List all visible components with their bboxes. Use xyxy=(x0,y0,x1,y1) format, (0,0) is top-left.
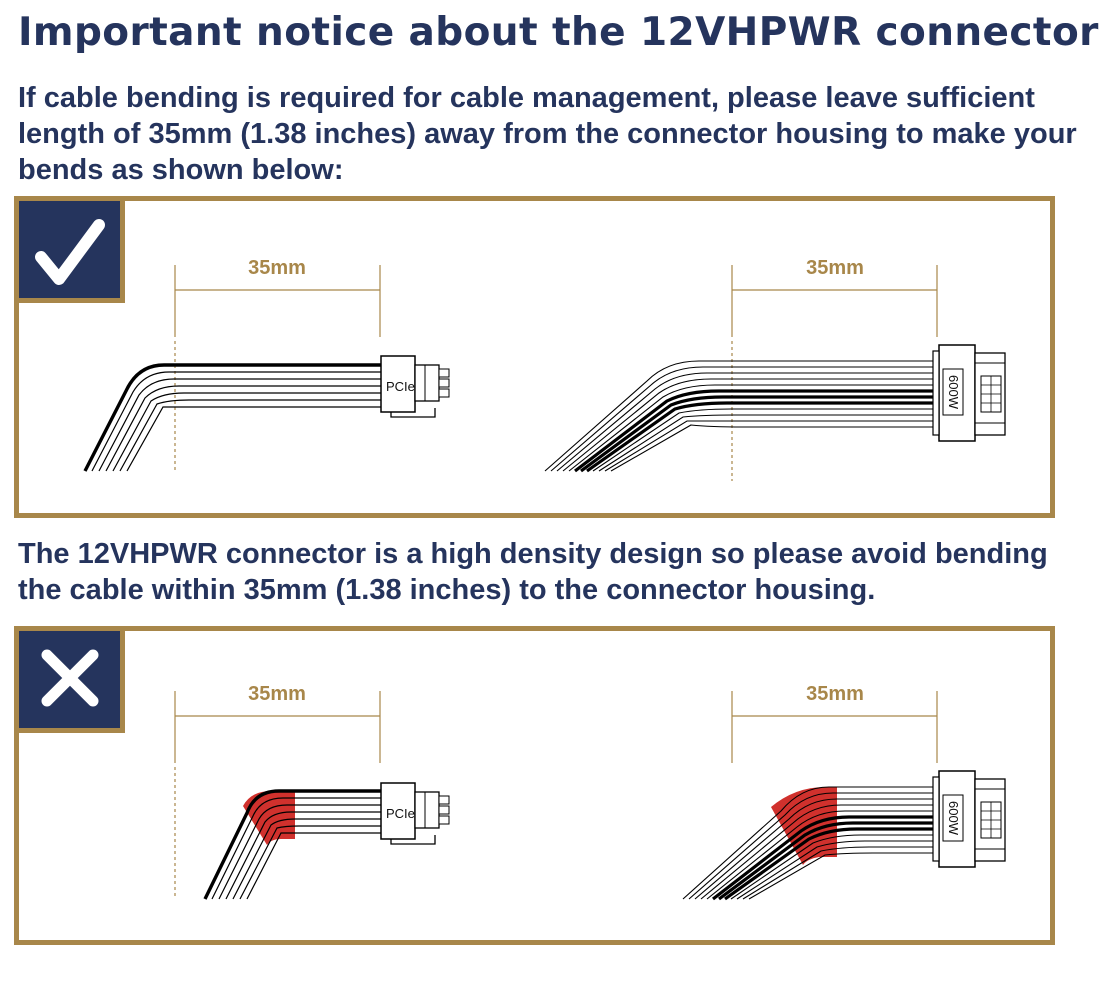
right-12vhpwr-connector: 600W xyxy=(932,344,1006,442)
page-title: Important notice about the 12VHPWR conne… xyxy=(18,10,1099,55)
right-dimension-marker: 35mm xyxy=(731,683,938,763)
right-12vhpwr-connector: 600W xyxy=(932,770,1006,868)
left-connector-label: PCIe xyxy=(386,379,415,394)
right-12vhpwr-cable xyxy=(682,786,939,901)
right-dimension-label: 35mm xyxy=(806,683,864,705)
left-dimension-label: 35mm xyxy=(248,683,306,705)
right-dimension-label: 35mm xyxy=(806,257,864,279)
incorrect-panel-art: 35mm PCIe 35mm xyxy=(174,683,1006,901)
right-12vhpwr-cable xyxy=(544,360,939,473)
left-pcie-cable xyxy=(203,789,381,900)
warning-text: The 12VHPWR connector is a high density … xyxy=(18,538,1048,606)
left-connector-label: PCIe xyxy=(386,806,415,821)
correct-panel-art: 35mm PCIe 35mm xyxy=(83,257,1006,481)
intro-text: If cable bending is required for cable m… xyxy=(18,82,1077,186)
left-pcie-connector: PCIe xyxy=(380,355,450,418)
left-pcie-cable xyxy=(83,363,381,472)
left-dimension-marker: 35mm xyxy=(174,257,381,471)
right-dimension-marker: 35mm xyxy=(731,257,938,481)
left-dimension-label: 35mm xyxy=(248,257,306,279)
right-connector-label: 600W xyxy=(946,375,961,410)
correct-badge xyxy=(19,201,125,303)
right-connector-label: 600W xyxy=(946,801,961,836)
cross-icon xyxy=(41,649,99,707)
left-pcie-connector: PCIe xyxy=(380,782,450,845)
incorrect-badge xyxy=(19,631,125,733)
incorrect-bend-panel: 35mm PCIe 35mm xyxy=(14,626,1055,945)
checkmark-icon xyxy=(35,219,105,285)
correct-bend-panel: 35mm PCIe 35mm xyxy=(14,196,1055,518)
left-dimension-marker: 35mm xyxy=(174,683,381,899)
